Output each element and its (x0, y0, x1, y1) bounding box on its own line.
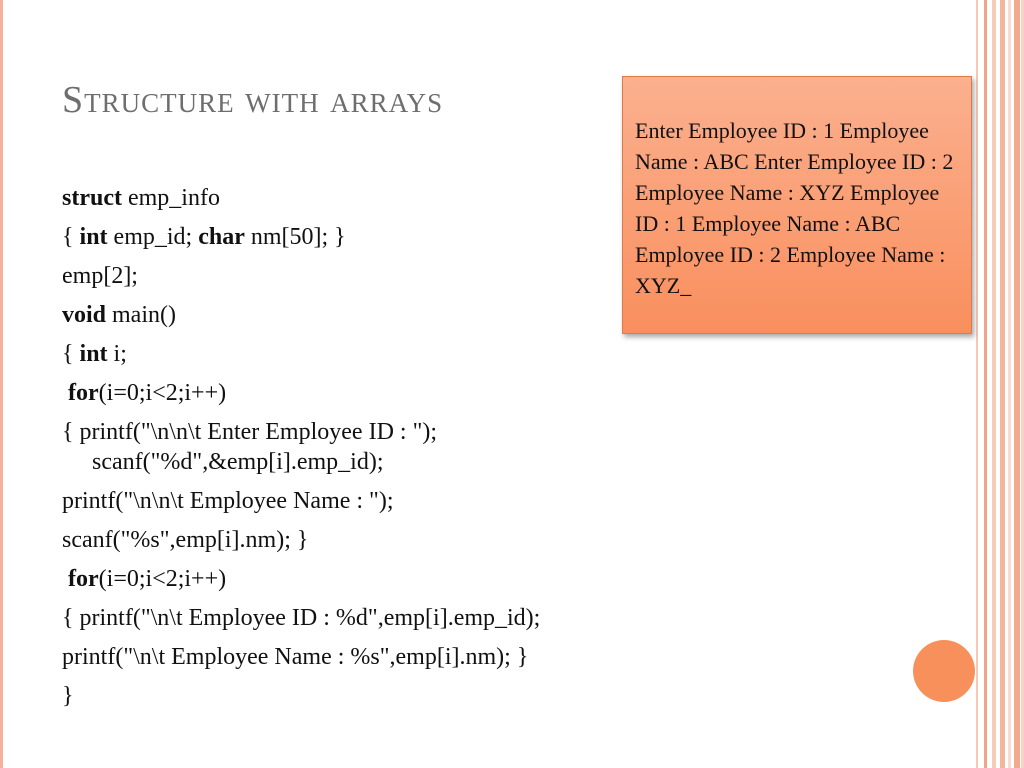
code-line: scanf("%s",emp[i].nm); } (62, 525, 622, 555)
code-line: { printf("\n\n\t Enter Employee ID : ");… (62, 417, 622, 477)
decorative-stripe (1021, 0, 1024, 768)
code-line: { int emp_id; char nm[50]; } (62, 222, 622, 252)
decorative-stripe (976, 0, 978, 768)
code-line: struct emp_info (62, 183, 622, 213)
code-line: } (62, 681, 622, 711)
code-keyword: for (68, 380, 99, 406)
code-text: scanf("%s",emp[i].nm); } (62, 527, 309, 553)
code-text: emp[2]; (62, 263, 138, 289)
code-text: nm[50]; } (244, 224, 346, 250)
code-line: printf("\n\t Employee Name : %s",emp[i].… (62, 642, 622, 672)
decorative-stripe (1014, 0, 1020, 768)
decorative-stripe (992, 0, 996, 768)
output-text: Enter Employee ID : 1 Employee Name : AB… (635, 118, 954, 298)
code-text: { printf("\n\t Employee ID : %d",emp[i].… (62, 605, 541, 631)
code-keyword: void (62, 302, 107, 328)
code-text: } (62, 683, 74, 709)
code-text: { (62, 224, 80, 250)
code-text: (i=0;i<2;i++) (98, 380, 227, 406)
code-text: i; (107, 341, 127, 367)
code-keyword: char (198, 224, 245, 250)
code-text: (i=0;i<2;i++) (98, 566, 227, 592)
slide-title: Structure with arrays (62, 79, 444, 121)
code-text: emp_id; (107, 224, 199, 250)
code-keyword: int (79, 224, 108, 250)
code-text: { printf("\n\n\t Enter Employee ID : ");… (62, 419, 438, 475)
output-box: Enter Employee ID : 1 Employee Name : AB… (622, 76, 972, 334)
code-block: struct emp_info { int emp_id; char nm[50… (62, 183, 622, 720)
left-border-strip (0, 0, 3, 768)
code-line: void main() (62, 300, 622, 330)
code-line: for(i=0;i<2;i++) (62, 564, 622, 594)
code-line: for(i=0;i<2;i++) (62, 378, 622, 408)
code-line: { int i; (62, 339, 622, 369)
code-line: printf("\n\n\t Employee Name : "); (62, 486, 622, 516)
code-line: { printf("\n\t Employee ID : %d",emp[i].… (62, 603, 622, 633)
code-keyword: for (68, 566, 99, 592)
code-line: emp[2]; (62, 261, 622, 291)
code-text: printf("\n\n\t Employee Name : "); (62, 488, 394, 514)
code-text: emp_info (121, 185, 220, 211)
decorative-stripe (1000, 0, 1005, 768)
code-keyword: int (79, 341, 108, 367)
code-text: { (62, 341, 80, 367)
code-text: main() (106, 302, 176, 328)
decorative-stripe (1008, 0, 1011, 768)
code-text: printf("\n\t Employee Name : %s",emp[i].… (62, 644, 529, 670)
decorative-stripe (984, 0, 987, 768)
code-keyword: struct (62, 185, 122, 211)
decorative-circle (913, 640, 975, 702)
